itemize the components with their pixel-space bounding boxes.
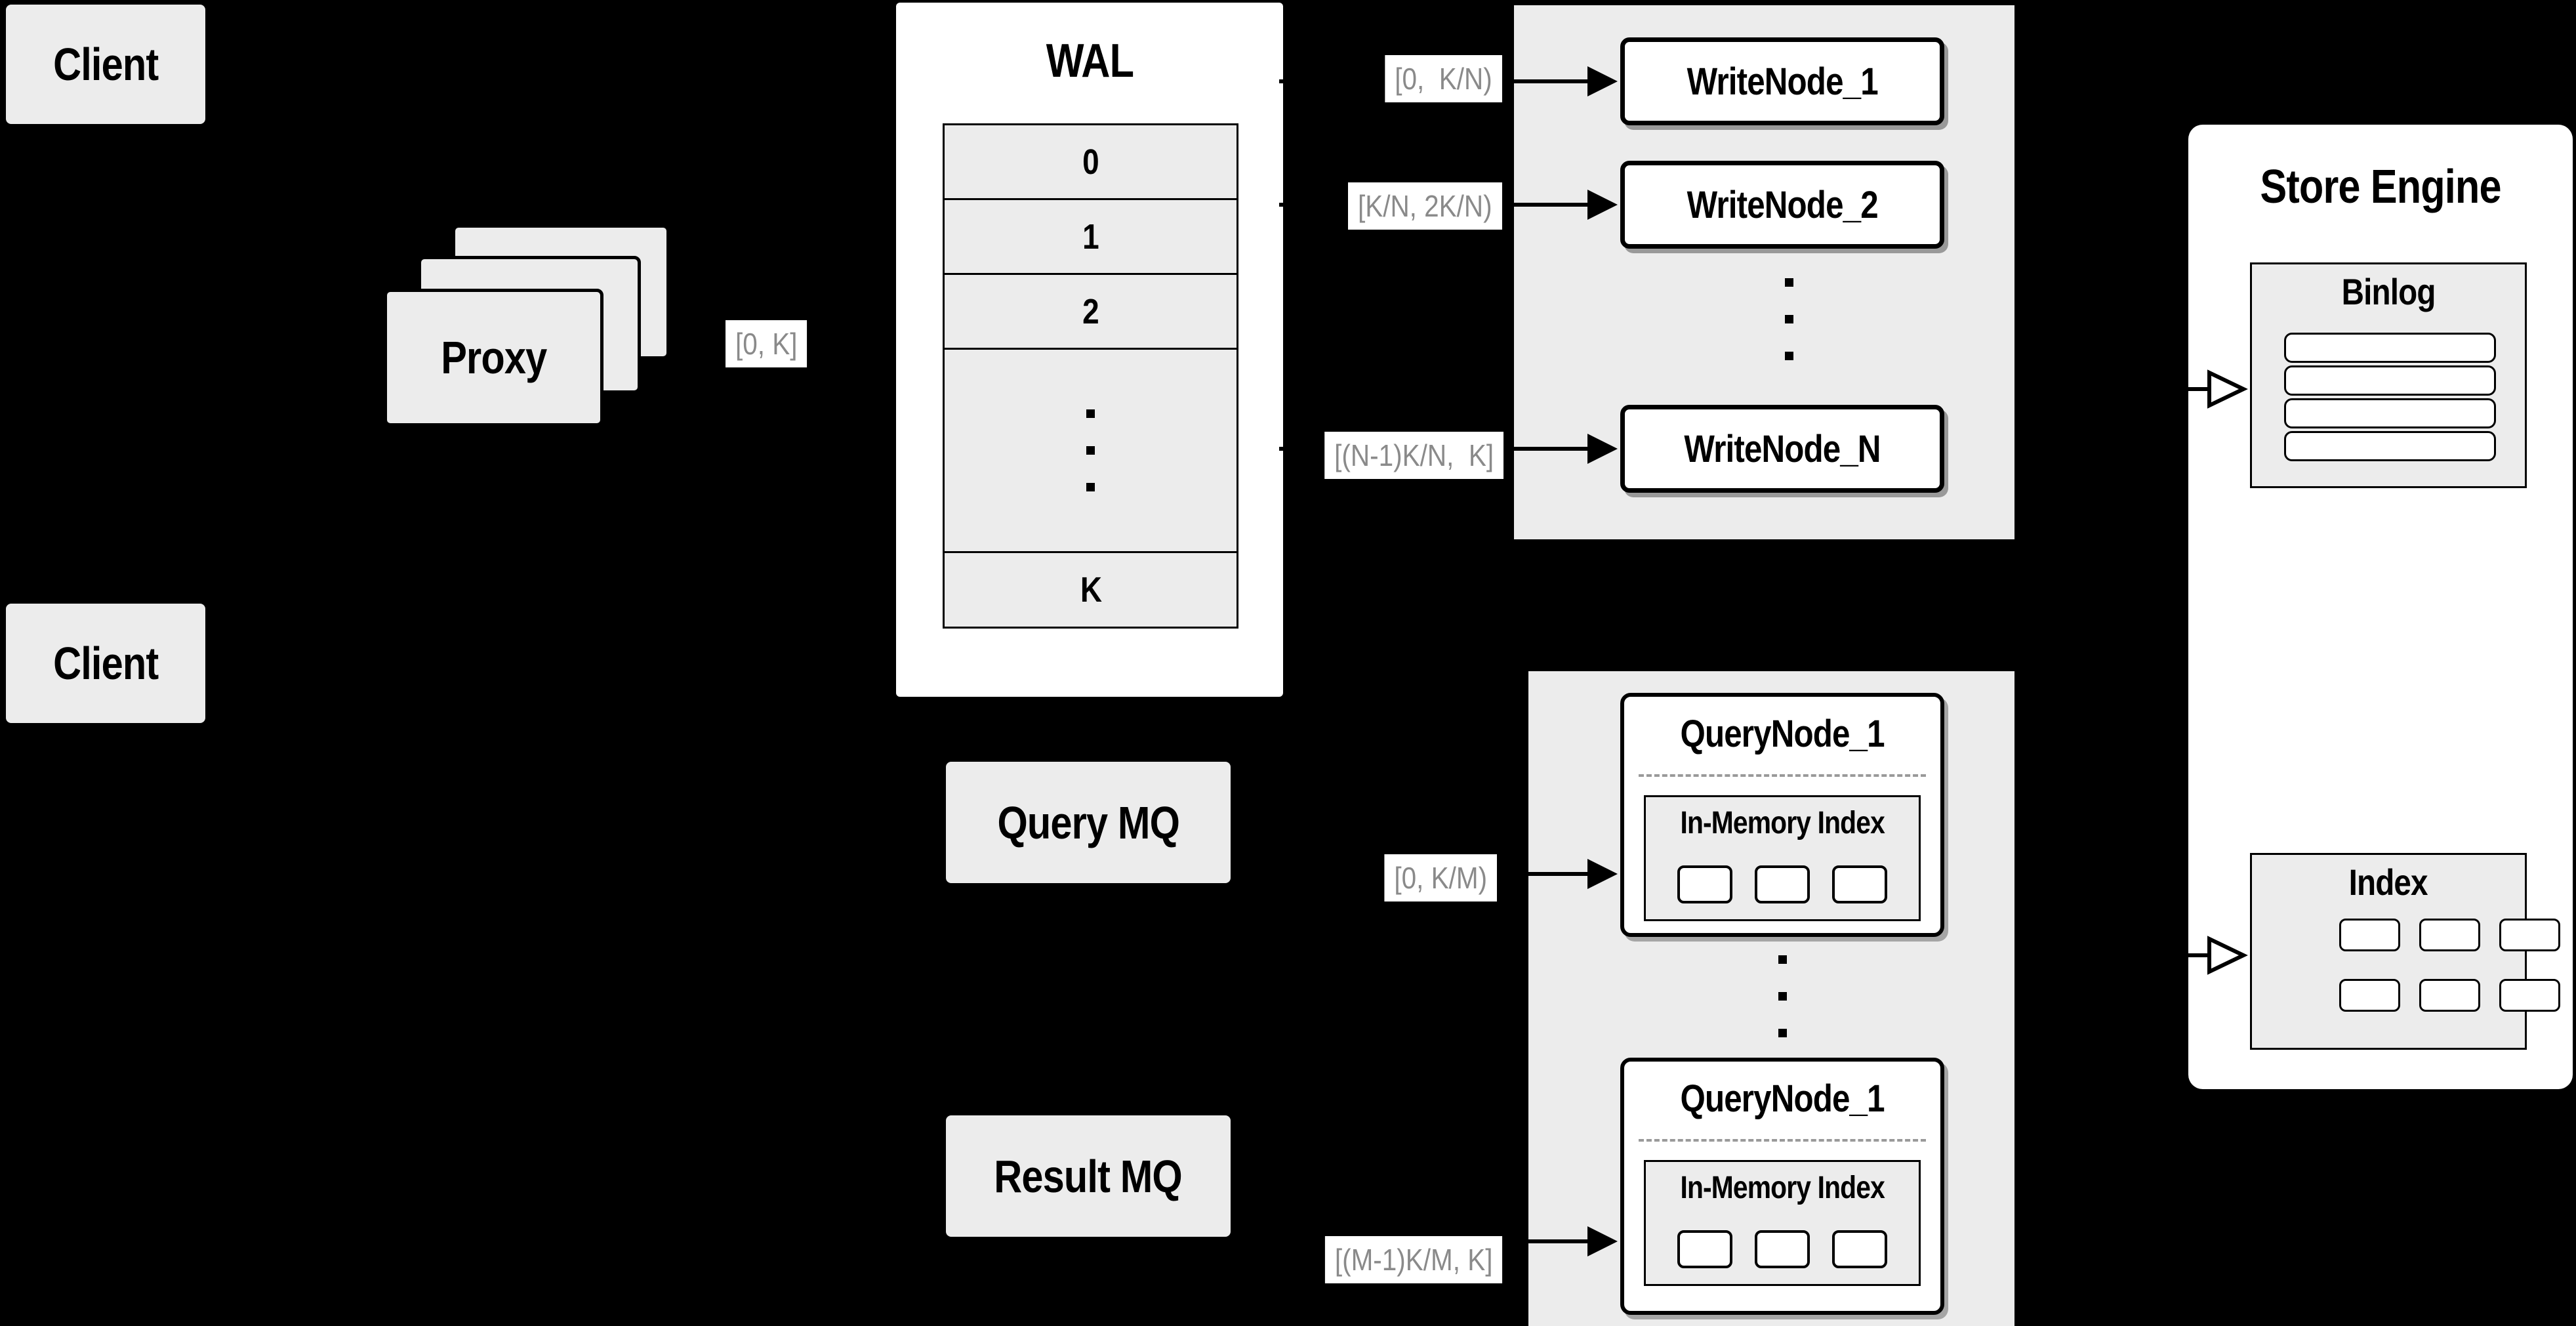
binlog-title: Binlog [2252, 272, 2525, 312]
dashed-divider [1639, 1139, 1926, 1142]
index-segment [1755, 865, 1810, 903]
binlog-row [2284, 431, 2496, 461]
client-top-label: Client [52, 39, 159, 90]
wal-title: WAL [896, 37, 1283, 85]
index-segment [1677, 865, 1732, 903]
in-memory-index-box: In-Memory Index [1644, 795, 1921, 921]
client-box-bottom: Client [6, 604, 205, 723]
query-node-bottom-title-text: QueryNode_1 [1680, 1077, 1885, 1120]
binlog-title-text: Binlog [2341, 271, 2436, 312]
wal-row-1-label: 1 [1082, 217, 1099, 257]
result-mq-label: Result MQ [994, 1150, 1183, 1202]
index-cell [2499, 919, 2560, 951]
write-range-label-2: [K/N, 2K/N) [1348, 182, 1502, 230]
proxy-label: Proxy [440, 332, 547, 383]
wal-ellipsis-cell [945, 350, 1237, 553]
index-title: Index [2252, 863, 2525, 902]
index-box: Index [2250, 853, 2560, 1050]
in-memory-index-title-text: In-Memory Index [1680, 1171, 1885, 1205]
index-cell [2499, 979, 2560, 1012]
write-node-n: WriteNode_N [1620, 405, 1944, 493]
index-segment [1832, 865, 1887, 903]
in-memory-index-title: In-Memory Index [1646, 1171, 1919, 1205]
write-range-label-3: [(N-1)K/N, K] [1324, 432, 1503, 479]
in-memory-index-title-text: In-Memory Index [1680, 806, 1885, 840]
write-node-group: WriteNode_1 WriteNode_2 WriteNode_N [1514, 5, 2014, 539]
binlog-row [2284, 398, 2496, 428]
write-node-2: WriteNode_2 [1620, 161, 1944, 249]
query-node-bottom: QueryNode_1 In-Memory Index [1620, 1058, 1944, 1315]
store-engine-title-text: Store Engine [2260, 161, 2501, 213]
client-box-top: Client [6, 5, 205, 124]
wal-row-2-label: 2 [1082, 291, 1099, 331]
wal-row-2: 2 [945, 275, 1237, 350]
index-segment [1755, 1230, 1810, 1268]
wal-title-text: WAL [1046, 35, 1134, 87]
in-memory-index-box: In-Memory Index [1644, 1160, 1921, 1286]
query-node-group: QueryNode_1 In-Memory Index QueryNode_1 … [1528, 671, 2014, 1326]
index-title-text: Index [2348, 861, 2428, 903]
query-node-ellipsis-dots [1778, 955, 1787, 1037]
query-range-label-1: [0, K/M) [1384, 854, 1497, 901]
wal-panel: WAL 0 1 2 K [896, 3, 1283, 697]
index-segment [1677, 1230, 1732, 1268]
index-cell [2339, 979, 2400, 1012]
binlog-row [2284, 365, 2496, 396]
query-mq-box: Query MQ [946, 762, 1231, 883]
query-range-label-2: [(M-1)K/M, K] [1324, 1236, 1502, 1283]
wal-row-1: 1 [945, 200, 1237, 275]
client-bottom-label: Client [52, 638, 159, 689]
write-range-label-1: [0, K/N) [1385, 55, 1502, 102]
write-node-1: WriteNode_1 [1620, 37, 1944, 125]
binlog-row [2284, 333, 2496, 363]
write-node-2-label: WriteNode_2 [1687, 183, 1878, 226]
query-node-bottom-title: QueryNode_1 [1624, 1079, 1940, 1119]
query-node-top-title-text: QueryNode_1 [1680, 713, 1885, 755]
index-cell [2419, 919, 2480, 951]
index-cell [2419, 979, 2480, 1012]
write-node-ellipsis-dots [1785, 278, 1793, 360]
in-memory-index-title: In-Memory Index [1646, 806, 1919, 840]
query-node-top-title: QueryNode_1 [1624, 714, 1940, 755]
index-cell [2339, 919, 2400, 951]
query-mq-label: Query MQ [997, 797, 1179, 848]
result-mq-box: Result MQ [946, 1115, 1231, 1237]
wal-row-k: K [945, 553, 1237, 627]
proxy-card-front: Proxy [384, 289, 603, 426]
index-segment [1832, 1230, 1887, 1268]
proxy-range-label: [0, K] [726, 320, 808, 367]
wal-table: 0 1 2 K [943, 123, 1238, 629]
wal-ellipsis-dots [1086, 409, 1095, 491]
binlog-box: Binlog [2250, 262, 2527, 488]
wal-row-k-label: K [1080, 570, 1101, 610]
store-engine-title: Store Engine [2188, 163, 2573, 211]
query-node-top: QueryNode_1 In-Memory Index [1620, 693, 1944, 937]
wal-row-0: 0 [945, 125, 1237, 200]
store-engine-panel: Store Engine Binlog Index [2188, 125, 2573, 1089]
write-node-1-label: WriteNode_1 [1687, 60, 1878, 103]
wal-row-0-label: 0 [1082, 142, 1099, 182]
write-node-n-label: WriteNode_N [1684, 427, 1881, 470]
dashed-divider [1639, 774, 1926, 777]
